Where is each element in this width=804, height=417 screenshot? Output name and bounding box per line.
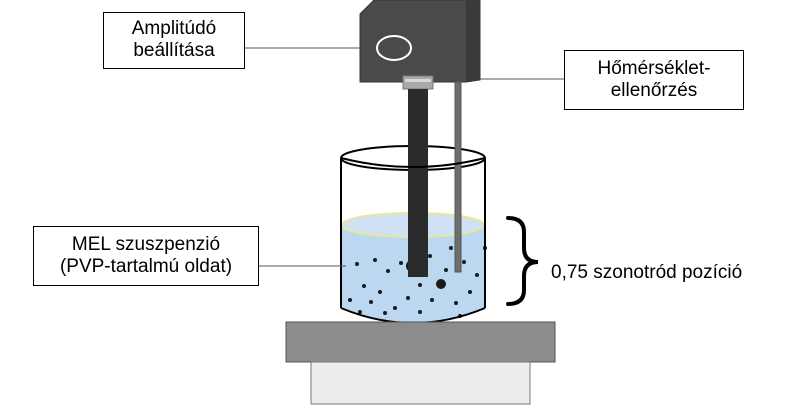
amplitude-label-line2: beállítása (133, 40, 215, 61)
sonotrode-probe (408, 89, 428, 277)
sonicator-housing (359, 0, 481, 83)
amplitude-dial (376, 35, 412, 61)
position-brace (506, 216, 539, 306)
suspension-label-line1: MEL szuszpenzió (71, 234, 221, 255)
probe-collar (402, 75, 434, 90)
stirrer-base (310, 361, 531, 405)
temperature-probe (454, 81, 462, 273)
temperature-label-line1: Hőmérséklet- (597, 58, 711, 79)
temperature-label-line2: ellenőrzés (610, 80, 698, 101)
stirrer-platform (285, 321, 556, 363)
suspension-label-line2: (PVP-tartalmú oldat) (59, 256, 233, 277)
position-label: 0,75 szonotród pozíció (551, 262, 743, 283)
amplitude-label: Amplitúdó beállítása (103, 12, 245, 69)
temperature-label: Hőmérséklet- ellenőrzés (564, 50, 744, 110)
amplitude-label-line1: Amplitúdó (131, 18, 217, 39)
suspension-label: MEL szuszpenzió (PVP-tartalmú oldat) (33, 226, 259, 286)
